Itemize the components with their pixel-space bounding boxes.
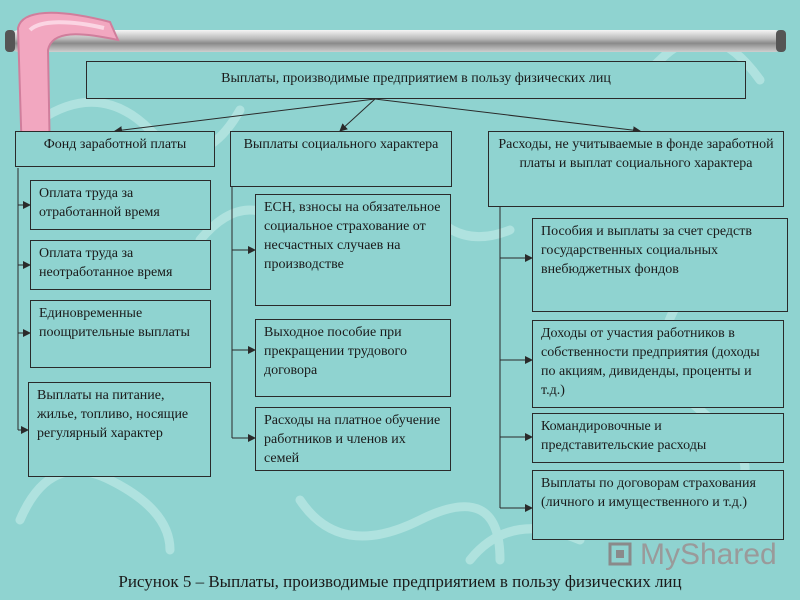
- rod-cap-right: [776, 30, 786, 52]
- column-head-payroll-fund: Фонд заработной платы: [15, 131, 215, 167]
- social-item-education: Расходы на платное обучение работников и…: [255, 407, 451, 471]
- other-item-state-funds: Пособия и выплаты за счет средств госуда…: [532, 218, 788, 312]
- payroll-item-regular-benefits: Выплаты на питание, жилье, топливо, нося…: [28, 382, 211, 477]
- other-item-ownership-income: Доходы от участия работников в собственн…: [532, 320, 784, 408]
- diagram-title: Выплаты, производимые предприятием в пол…: [86, 61, 746, 99]
- column-head-social-payments: Выплаты социального характера: [230, 131, 452, 187]
- watermark-text: MyShared: [640, 538, 777, 571]
- other-item-insurance-contracts: Выплаты по договорам страхования (личног…: [532, 470, 784, 540]
- watermark-logo-icon: [608, 542, 632, 566]
- social-item-severance: Выходное пособие при прекращении трудово…: [255, 319, 451, 397]
- rod-cap-left: [5, 30, 15, 52]
- payroll-item-unworked-time: Оплата труда за неотработанное время: [30, 240, 211, 290]
- payroll-item-bonus: Единовременные поощрительные выплаты: [30, 300, 211, 368]
- column-head-other-expenses: Расходы, не учитываемые в фонде заработн…: [488, 131, 784, 207]
- figure-caption: Рисунок 5 – Выплаты, производимые предпр…: [118, 572, 682, 591]
- payroll-item-worked-time: Оплата труда за отработанной время: [30, 180, 211, 230]
- other-item-travel-expenses: Командировочные и представительские расх…: [532, 413, 784, 463]
- decorative-rod: [8, 30, 786, 52]
- social-item-insurance: ЕСН, взносы на обязательное социальное с…: [255, 194, 451, 306]
